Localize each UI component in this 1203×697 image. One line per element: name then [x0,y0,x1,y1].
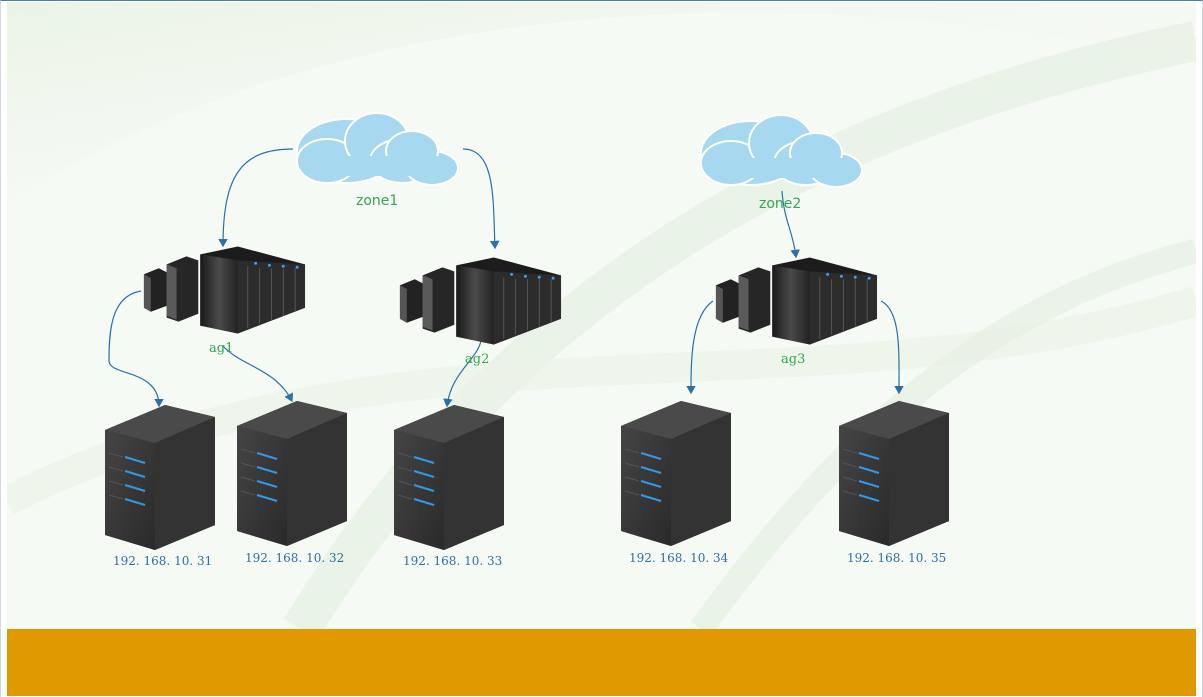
tower-server-icon [621,401,731,546]
tower-server-icon [839,401,949,546]
zone-label: zone2 [759,196,801,212]
tower-server-icon [237,401,347,546]
tower-server-icon [394,405,504,550]
link-zone2-ag3 [781,190,800,259]
tower-server-icon [105,405,215,550]
link-ag2-s3 [443,340,482,408]
link-ag3-s4 [686,300,714,395]
server-ip-label: 192. 168. 10. 35 [847,551,946,565]
footer-bar [7,629,1196,696]
aggregator-label: ag3 [781,352,805,367]
link-arrows [108,148,904,408]
link-zone1-ag1 [218,148,294,248]
diagram-slide: zone1 zone2 ag1 ag2 ag3 192. 168. 10. 31… [7,2,1196,629]
server-ip-label: 192. 168. 10. 34 [629,551,729,565]
server-ip-label: 192. 168. 10. 32 [245,551,344,565]
server-ip-label: 192. 168. 10. 33 [403,554,502,568]
server-ip-label: 192. 168. 10. 31 [113,554,212,568]
network-diagram: zone1 zone2 ag1 ag2 ag3 192. 168. 10. 31… [7,2,1196,629]
link-ag1-s1 [108,290,164,408]
aggregator-label: ag2 [465,352,489,367]
zone-label: zone1 [356,193,398,209]
link-ag3-s5 [880,300,904,395]
link-ag1-s2 [222,345,294,403]
link-zone1-ag2 [462,148,500,250]
aggregator-label: ag1 [209,341,233,356]
